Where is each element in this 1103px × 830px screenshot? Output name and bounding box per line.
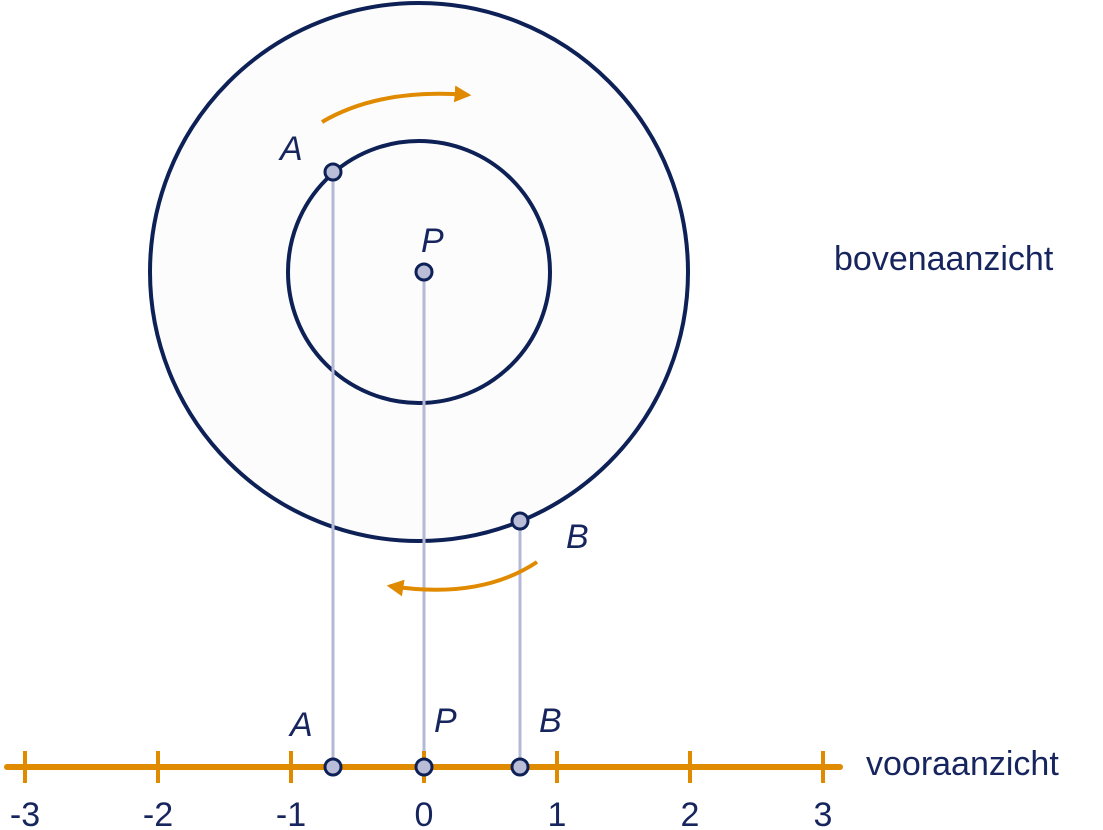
point-a-top [323, 162, 343, 182]
point-p-top [414, 262, 434, 282]
point-b-top [510, 511, 530, 531]
label-a-axis: A [288, 706, 313, 744]
inner-circle [286, 139, 552, 405]
point-p-axis [414, 757, 434, 777]
tick-label: -1 [276, 796, 306, 830]
tick-label: 3 [814, 796, 833, 830]
tick-label: 0 [415, 796, 434, 830]
tick-label: -2 [143, 796, 173, 830]
tick-label: 2 [681, 796, 700, 830]
label-b-axis: B [539, 702, 562, 740]
tick-label: -3 [10, 796, 40, 830]
point-a-axis [323, 757, 343, 777]
tick-label: 1 [548, 796, 567, 830]
label-p-axis: P [434, 702, 457, 740]
label-a-top: A [278, 130, 303, 168]
rotation-arrow-bottom [386, 560, 539, 597]
label-top-view: bovenaanzicht [834, 240, 1054, 278]
point-b-axis [510, 757, 530, 777]
label-b-top: B [566, 518, 589, 556]
rotation-arrow-top [320, 85, 472, 124]
label-front-view: vooraanzicht [866, 745, 1059, 783]
label-p-top: P [421, 222, 444, 260]
